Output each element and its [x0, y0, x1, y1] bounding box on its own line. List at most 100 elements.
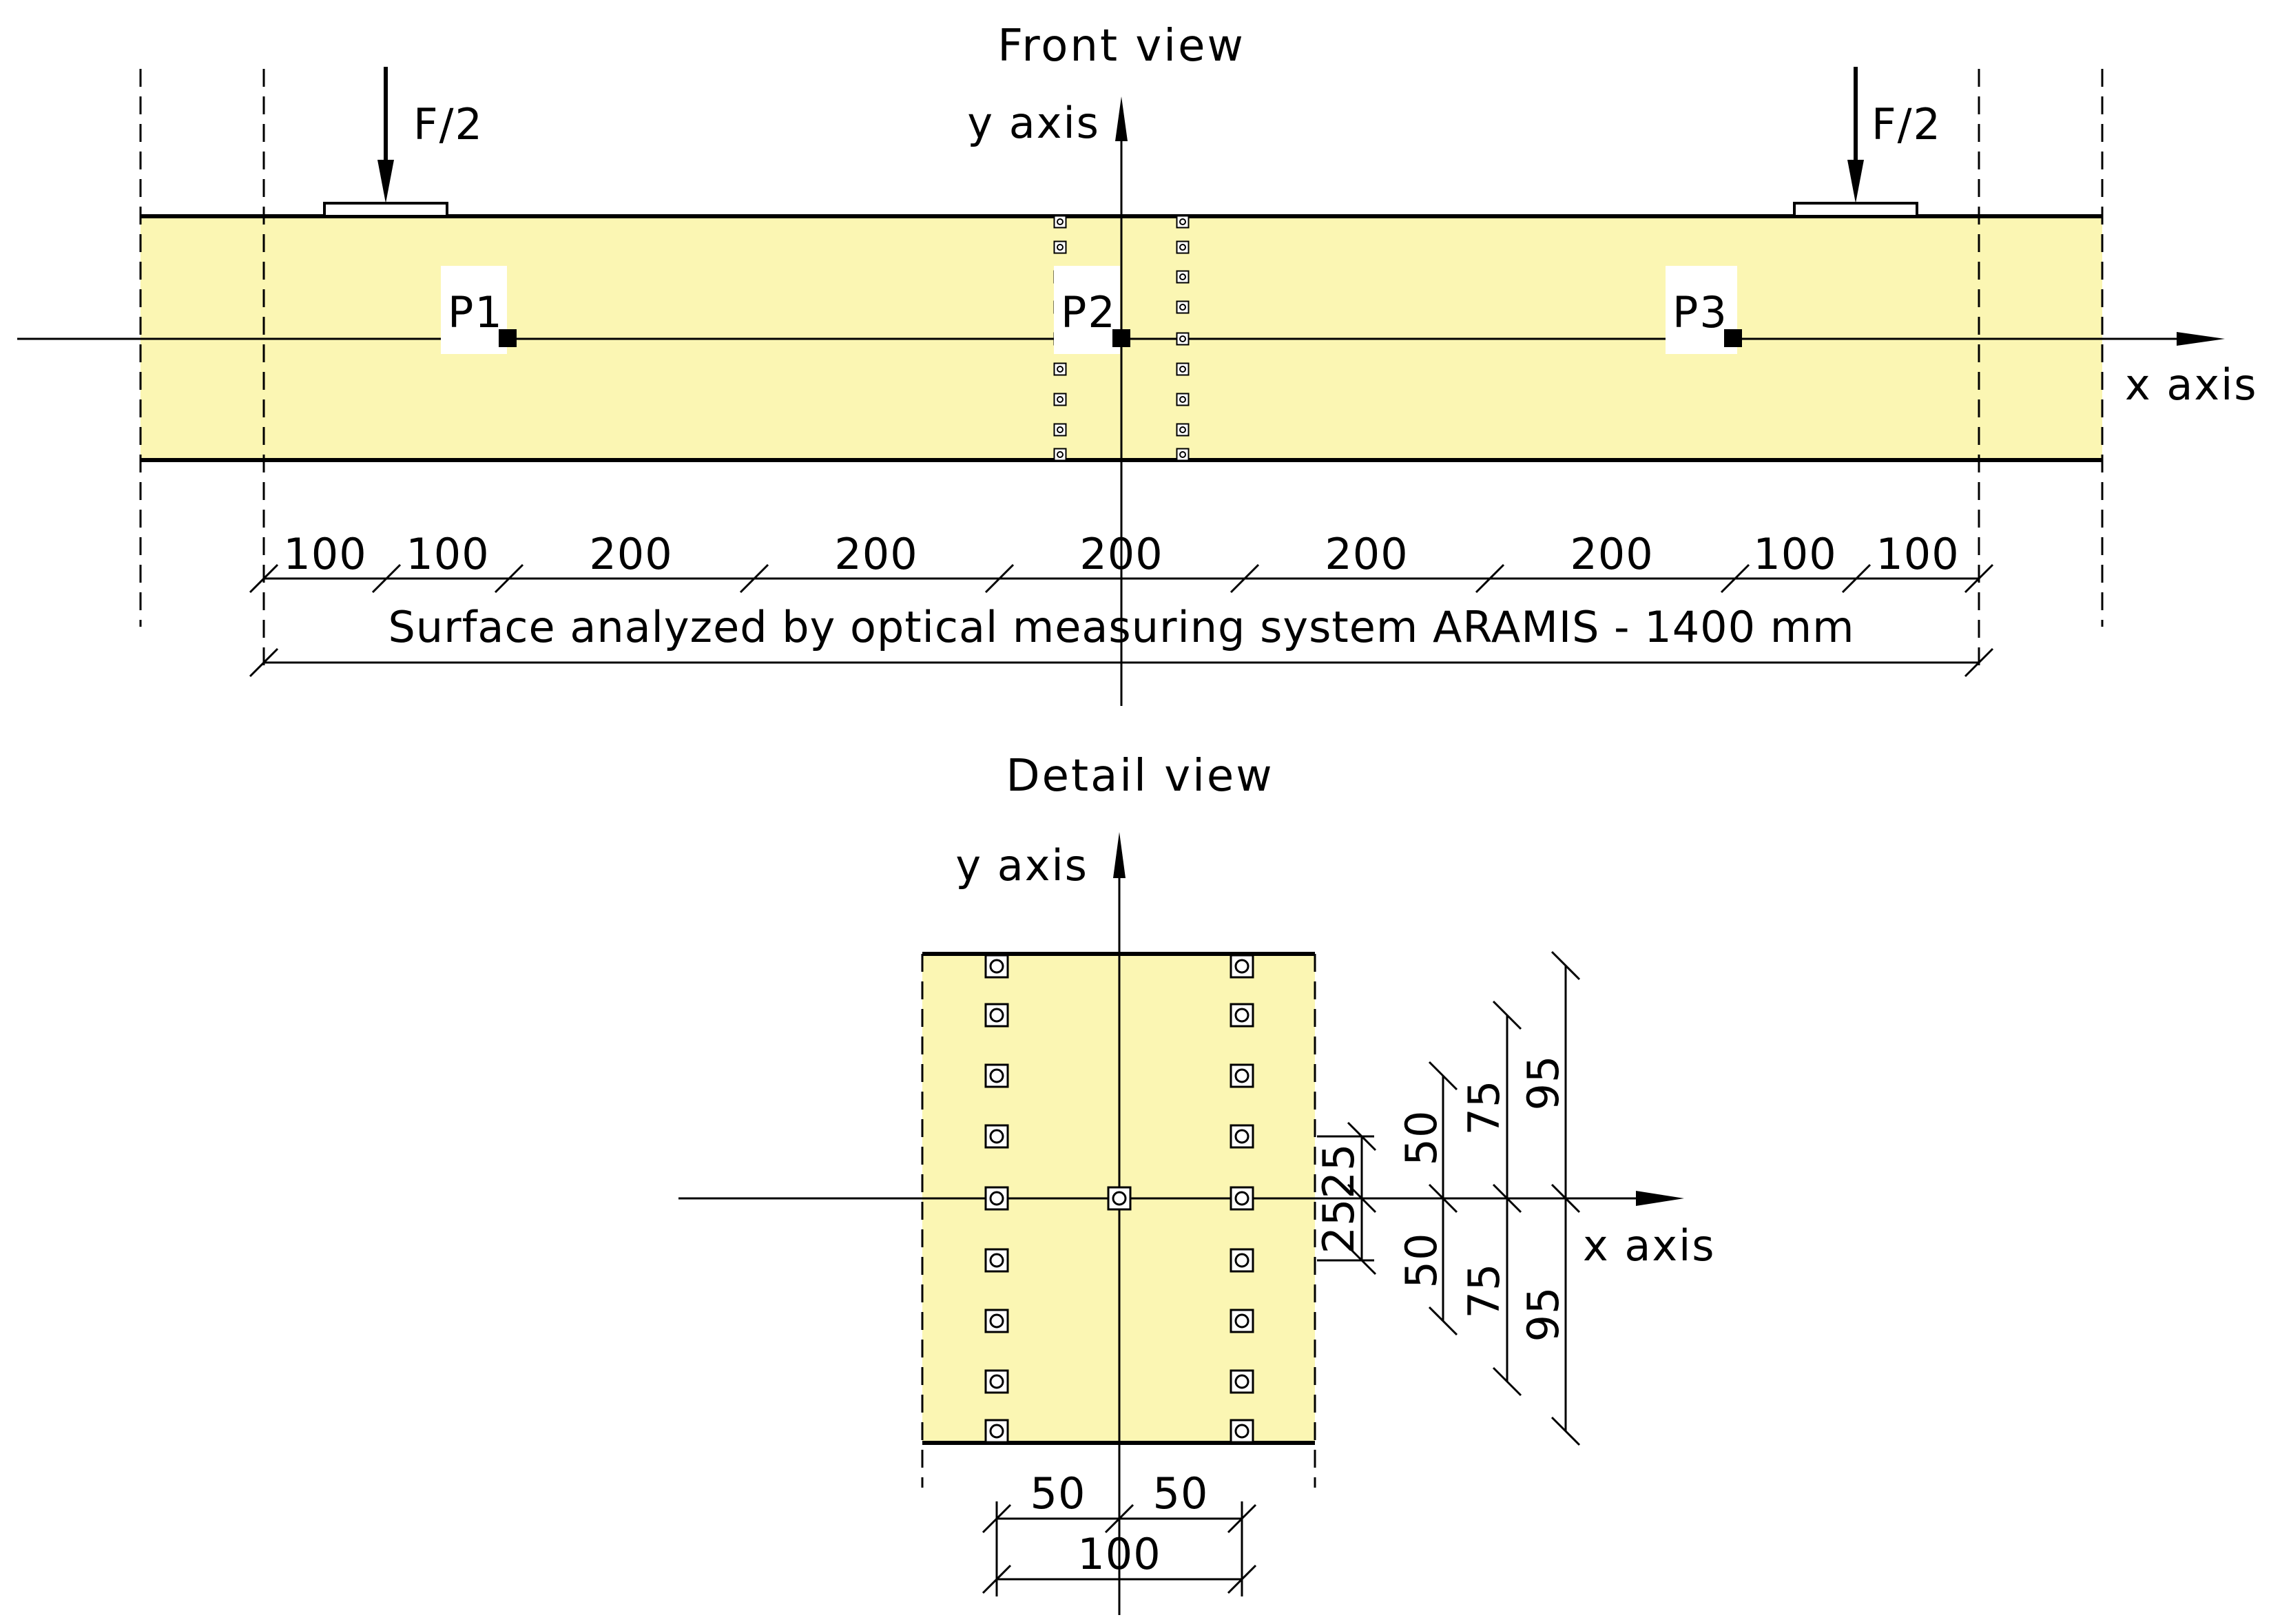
detail-marker-0-4: [984, 1186, 1009, 1211]
aramis-surface-label: Surface analyzed by optical measuring sy…: [388, 602, 1854, 652]
dim-tick-9: [1964, 563, 1994, 594]
detail-marker-1-2: [1230, 1063, 1254, 1088]
dim-tick-100-right: [1227, 1564, 1257, 1594]
detail-marker-1-6-dot: [1234, 1313, 1249, 1329]
dim-vtick-2-2: [1492, 1366, 1522, 1397]
front-marker-1-5-frame: [1176, 362, 1190, 376]
front-marker-1-4: [1176, 332, 1190, 346]
front-marker-1-0-frame: [1176, 215, 1190, 229]
load-arrow-left-head: [377, 160, 394, 203]
front-marker-1-2-frame: [1176, 270, 1190, 284]
front-marker-0-0-frame: [1053, 215, 1067, 229]
detail-marker-0-5-frame: [984, 1248, 1009, 1273]
point-label-bg-p1: [441, 266, 507, 354]
load-plate-right: [1793, 202, 1918, 218]
detail-marker-0-3: [984, 1124, 1009, 1149]
detail-marker-0-4-dot: [989, 1191, 1004, 1206]
front-marker-0-0-dot: [1057, 218, 1064, 225]
detail-marker-0-1-dot: [989, 1008, 1004, 1023]
detail-marker-1-4-dot: [1234, 1191, 1249, 1206]
front-marker-1-5-dot: [1179, 366, 1186, 373]
load-label-right: F/2: [1871, 99, 1942, 149]
dim-label-9: 100: [1876, 529, 1959, 579]
front-marker-0-6-frame: [1053, 393, 1067, 406]
front-marker-0-1-dot: [1057, 244, 1064, 251]
front-marker-1-3-dot: [1179, 304, 1186, 311]
front-marker-0-8-frame: [1053, 448, 1067, 461]
dim-label-25-down: 25: [1314, 1198, 1364, 1254]
load-label-left: F/2: [413, 99, 484, 149]
front-marker-0-1: [1053, 240, 1067, 254]
dim-label-3: 200: [589, 529, 672, 579]
dim-label-50-up: 50: [1396, 1110, 1446, 1166]
detail-marker-0-2: [984, 1063, 1009, 1088]
front-marker-0-5: [1053, 362, 1067, 376]
dim-label-50-right: 50: [1153, 1468, 1209, 1519]
detail-x-axis-label: x axis: [1583, 1220, 1716, 1271]
detail-marker-0-6-dot: [989, 1313, 1004, 1329]
detail-marker-1-3-frame: [1230, 1124, 1254, 1149]
dim-tick-1: [371, 563, 402, 594]
front-marker-1-6: [1176, 393, 1190, 406]
dim-vtick-0-1: [1347, 1183, 1377, 1214]
detail-marker-0-8-frame: [984, 1419, 1009, 1444]
detail-marker-0-6: [984, 1309, 1009, 1333]
dim-vtick-1-2: [1428, 1306, 1458, 1336]
detail-marker-0-7: [984, 1369, 1009, 1394]
detail-marker-1-6-frame: [1230, 1309, 1254, 1333]
detail-marker-1-5-dot: [1234, 1253, 1249, 1268]
front-marker-1-8: [1176, 448, 1190, 461]
front-marker-1-3-frame: [1176, 300, 1190, 314]
dim-label-100: 100: [1077, 1529, 1161, 1579]
dim-tick-0: [249, 563, 279, 594]
dimension-ticks-segments: [249, 563, 1994, 594]
detail-marker-1-5: [1230, 1248, 1254, 1273]
detail-marker-1-8-dot: [1234, 1424, 1249, 1439]
front-marker-1-0: [1176, 215, 1190, 229]
dim-tick-50-center: [1104, 1503, 1134, 1534]
detail-marker-1-3: [1230, 1124, 1254, 1149]
dim-tick-2: [494, 563, 524, 594]
front-marker-0-8: [1053, 448, 1067, 461]
front-marker-0-7-dot: [1057, 426, 1064, 433]
front-marker-1-1-dot: [1179, 244, 1186, 251]
marker-grid-detail: [984, 954, 1254, 1444]
dim-label-1: 100: [283, 529, 366, 579]
detail-marker-0-1: [984, 1003, 1009, 1028]
dim-label-2: 100: [406, 529, 489, 579]
point-marker-p1: [499, 329, 517, 347]
dim-tick-7: [1720, 563, 1750, 594]
detail-marker-0-2-dot: [989, 1068, 1004, 1083]
detail-marker-0-7-dot: [989, 1374, 1004, 1389]
dim-label-4: 200: [834, 529, 917, 579]
detail-marker-0-5-dot: [989, 1253, 1004, 1268]
detail-y-axis-arrow: [1113, 832, 1126, 878]
detail-marker-1-3-dot: [1234, 1129, 1249, 1144]
front-marker-0-5-frame: [1053, 362, 1067, 376]
detail-marker-center: [1107, 1186, 1132, 1211]
front-marker-1-4-frame: [1176, 332, 1190, 346]
dim-label-50-down: 50: [1396, 1233, 1446, 1289]
front-marker-1-6-dot: [1179, 396, 1186, 403]
dim-tick-50-right: [1227, 1503, 1257, 1534]
dim-label-5: 200: [1079, 529, 1163, 579]
front-marker-1-6-frame: [1176, 393, 1190, 406]
detail-marker-1-7: [1230, 1369, 1254, 1394]
detail-marker-0-1-frame: [984, 1003, 1009, 1028]
detail-marker-0-3-dot: [989, 1129, 1004, 1144]
detail-marker-0-0: [984, 954, 1009, 979]
dim-vtick-2-1: [1492, 1183, 1522, 1214]
front-y-axis-arrow: [1115, 96, 1128, 141]
dim-tick-100-left: [982, 1564, 1012, 1594]
point-marker-p2: [1112, 329, 1130, 347]
dim-vtick-2-0: [1492, 1000, 1522, 1030]
front-marker-1-5: [1176, 362, 1190, 376]
detail-marker-1-2-frame: [1230, 1063, 1254, 1088]
front-x-axis-label: x axis: [2125, 360, 2258, 410]
dim-tick-8: [1841, 563, 1871, 594]
detail-marker-1-7-frame: [1230, 1369, 1254, 1394]
dim-tick-3: [739, 563, 769, 594]
front-y-axis-label: y axis: [967, 98, 1100, 148]
detail-marker-center-frame: [1107, 1186, 1132, 1211]
detail-marker-1-4: [1230, 1186, 1254, 1211]
